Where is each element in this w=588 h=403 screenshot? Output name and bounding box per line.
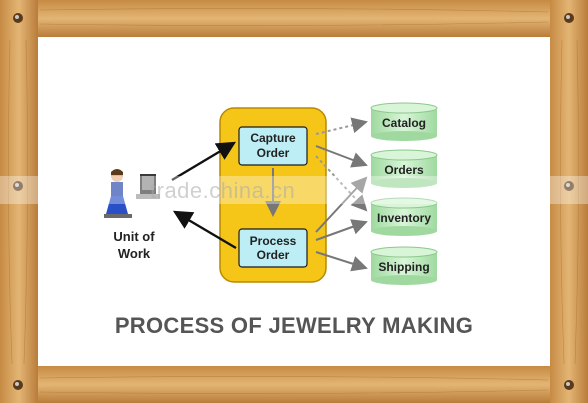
datastore-catalog-label: Catalog [382, 116, 426, 130]
capture-order-line2: Order [257, 146, 290, 160]
actor-label-line2: Work [118, 246, 151, 261]
datastore-orders [370, 149, 438, 188]
person-computer-icon [104, 169, 160, 218]
arrow-process-to-orders [315, 176, 368, 233]
process-order-line2: Order [257, 248, 290, 262]
datastore-inventory [370, 197, 438, 236]
arrow-process-to-actor [172, 210, 237, 250]
datastore-orders-label: Orders [384, 163, 424, 177]
arrow-capture-to-catalog [315, 117, 368, 135]
process-order-line1: Process [250, 234, 297, 248]
datastore-shipping-label: Shipping [378, 260, 429, 274]
process-box-capture [238, 126, 308, 166]
arrow-process-to-shipping [315, 251, 368, 272]
arrow-process-to-inventory [315, 219, 368, 241]
datastore-inventory-label: Inventory [377, 211, 431, 225]
datastore-catalog [370, 102, 438, 141]
datastore-shipping [370, 246, 438, 285]
capture-order-line1: Capture [250, 131, 296, 145]
actor-label-line1: Unit of [113, 229, 155, 244]
caption-title: PROCESS OF JEWELRY MAKING [114, 313, 474, 338]
arrow-capture-to-inventory [315, 155, 368, 212]
process-box-process [238, 228, 308, 268]
arrow-actor-to-capture [171, 141, 237, 182]
watermark-text: trade.china.cn [150, 178, 296, 203]
watermark-band [0, 176, 588, 204]
arrow-capture-to-orders [315, 145, 368, 168]
